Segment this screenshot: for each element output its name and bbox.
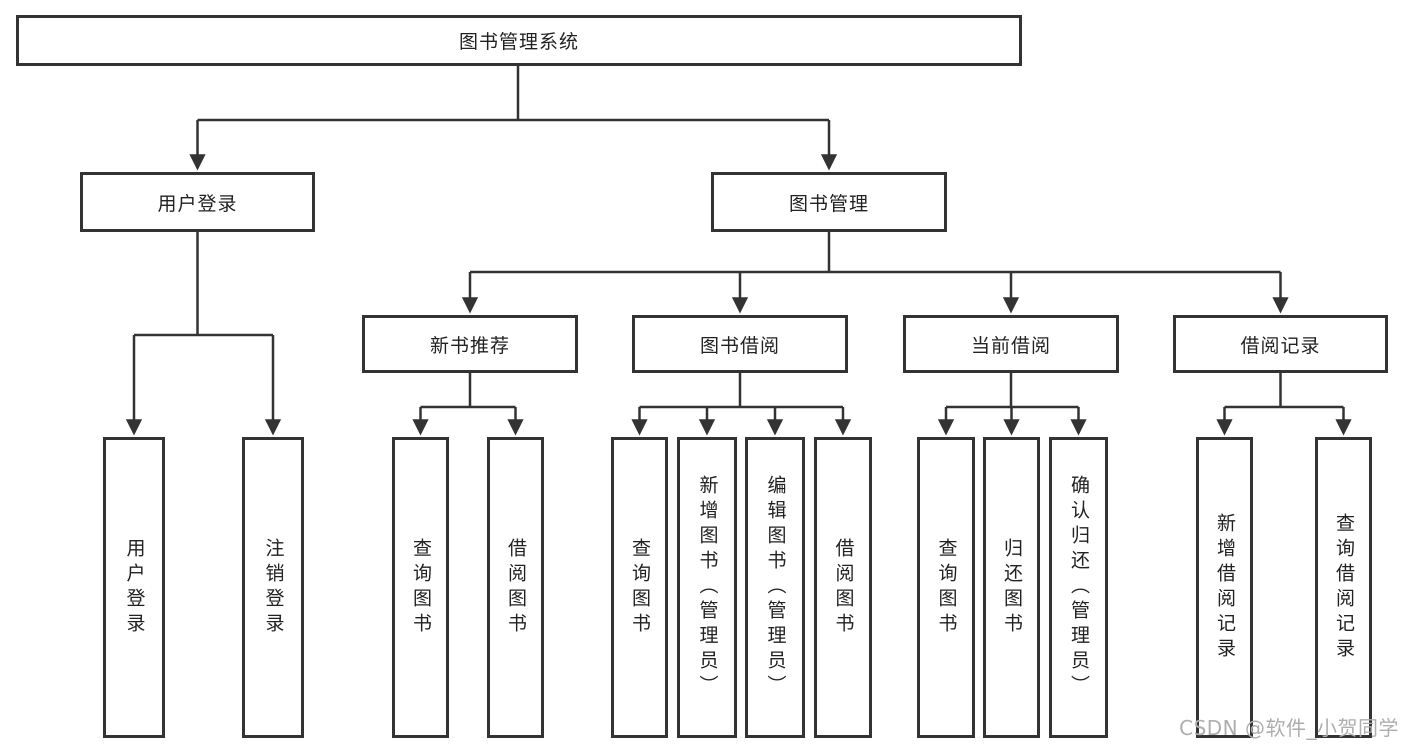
wire-book-borrow-to-leaves	[631, 373, 852, 436]
node-book-borrow: 图书借阅	[632, 315, 848, 373]
leaf-add-borrow-record: 新增借阅记录	[1196, 437, 1253, 738]
leaf-return-book: 归还图书	[983, 437, 1040, 738]
leaf-query-book-3: 查询图书	[917, 437, 975, 738]
node-current-borrow: 当前借阅	[903, 315, 1119, 373]
node-user-login: 用户登录	[80, 172, 315, 232]
leaf-borrow-book-1: 借阅图书	[487, 437, 544, 738]
leaf-edit-book-admin: 编辑图书（管理员）	[745, 437, 805, 738]
leaf-query-book-1: 查询图书	[392, 437, 449, 738]
leaf-confirm-return-admin: 确认归还（管理员）	[1049, 437, 1108, 738]
wire-new-book-to-leaves	[412, 373, 524, 436]
wire-book-mgmt-to-level3	[461, 232, 1289, 314]
wire-current-borrow-to-leaves	[937, 373, 1087, 436]
leaf-query-borrow-record: 查询借阅记录	[1315, 437, 1372, 738]
leaf-query-book-2: 查询图书	[611, 437, 668, 738]
node-book-management: 图书管理	[711, 172, 947, 232]
leaf-user-login: 用户登录	[103, 437, 165, 738]
leaf-add-book-admin: 新增图书（管理员）	[677, 437, 737, 738]
leaf-borrow-book-2: 借阅图书	[814, 437, 872, 738]
node-new-book-recommend: 新书推荐	[362, 315, 578, 373]
node-root-system: 图书管理系统	[16, 15, 1022, 66]
wire-user-login-to-leaves	[125, 232, 282, 436]
csdn-watermark: CSDN @软件_小贺同学	[1179, 716, 1399, 740]
node-borrow-record: 借阅记录	[1173, 315, 1388, 373]
wire-root-to-level2	[189, 66, 838, 171]
wire-borrow-record-to-leaves	[1216, 373, 1352, 436]
leaf-logout: 注销登录	[242, 437, 304, 738]
